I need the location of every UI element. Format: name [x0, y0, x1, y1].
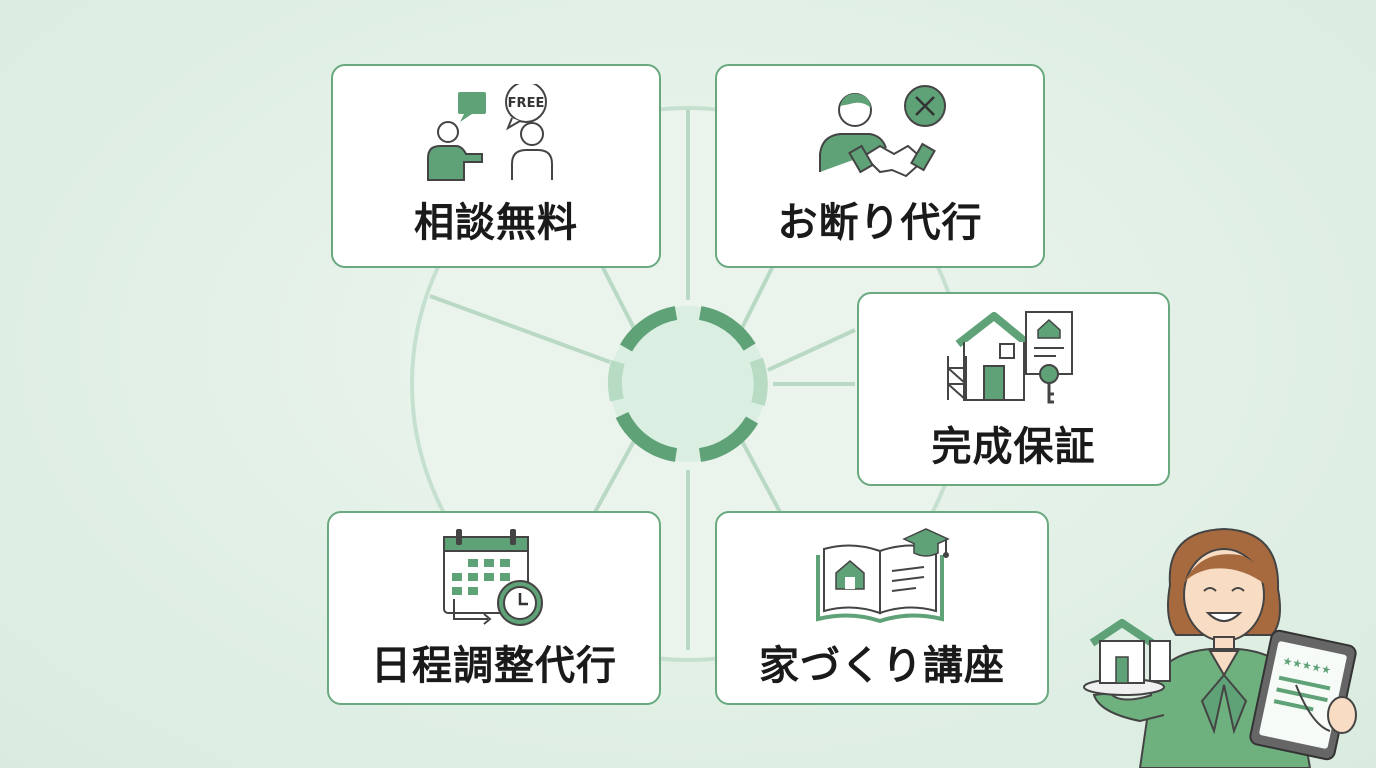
service-label: 完成保証: [931, 424, 1096, 470]
hub-center: [610, 306, 766, 462]
hub-ring-segments: [607, 306, 768, 462]
free-consultation-icon: FREE: [427, 84, 553, 181]
house-warranty-icon: [946, 311, 1073, 404]
service-label: 相談無料: [414, 200, 578, 246]
service-label: 日程調整代行: [371, 643, 617, 689]
calendar-clock-icon: [443, 529, 543, 626]
advisor-illustration: ★★★★★: [1083, 527, 1357, 768]
svg-text:FREE: FREE: [508, 96, 545, 111]
service-label: お断り代行: [777, 200, 983, 246]
service-card-free-consultation: FREE 相談無料: [331, 64, 661, 268]
handshake-decline-icon: [819, 85, 946, 178]
service-card-homebuilding-course: 家づくり講座: [715, 511, 1049, 705]
service-card-schedule-coordination: 日程調整代行: [327, 511, 661, 705]
service-card-decline-proxy: お断り代行: [715, 64, 1045, 268]
service-label: 家づくり講座: [759, 643, 1005, 689]
service-card-completion-warranty: 完成保証: [857, 292, 1170, 486]
book-graduation-icon: [816, 528, 950, 624]
